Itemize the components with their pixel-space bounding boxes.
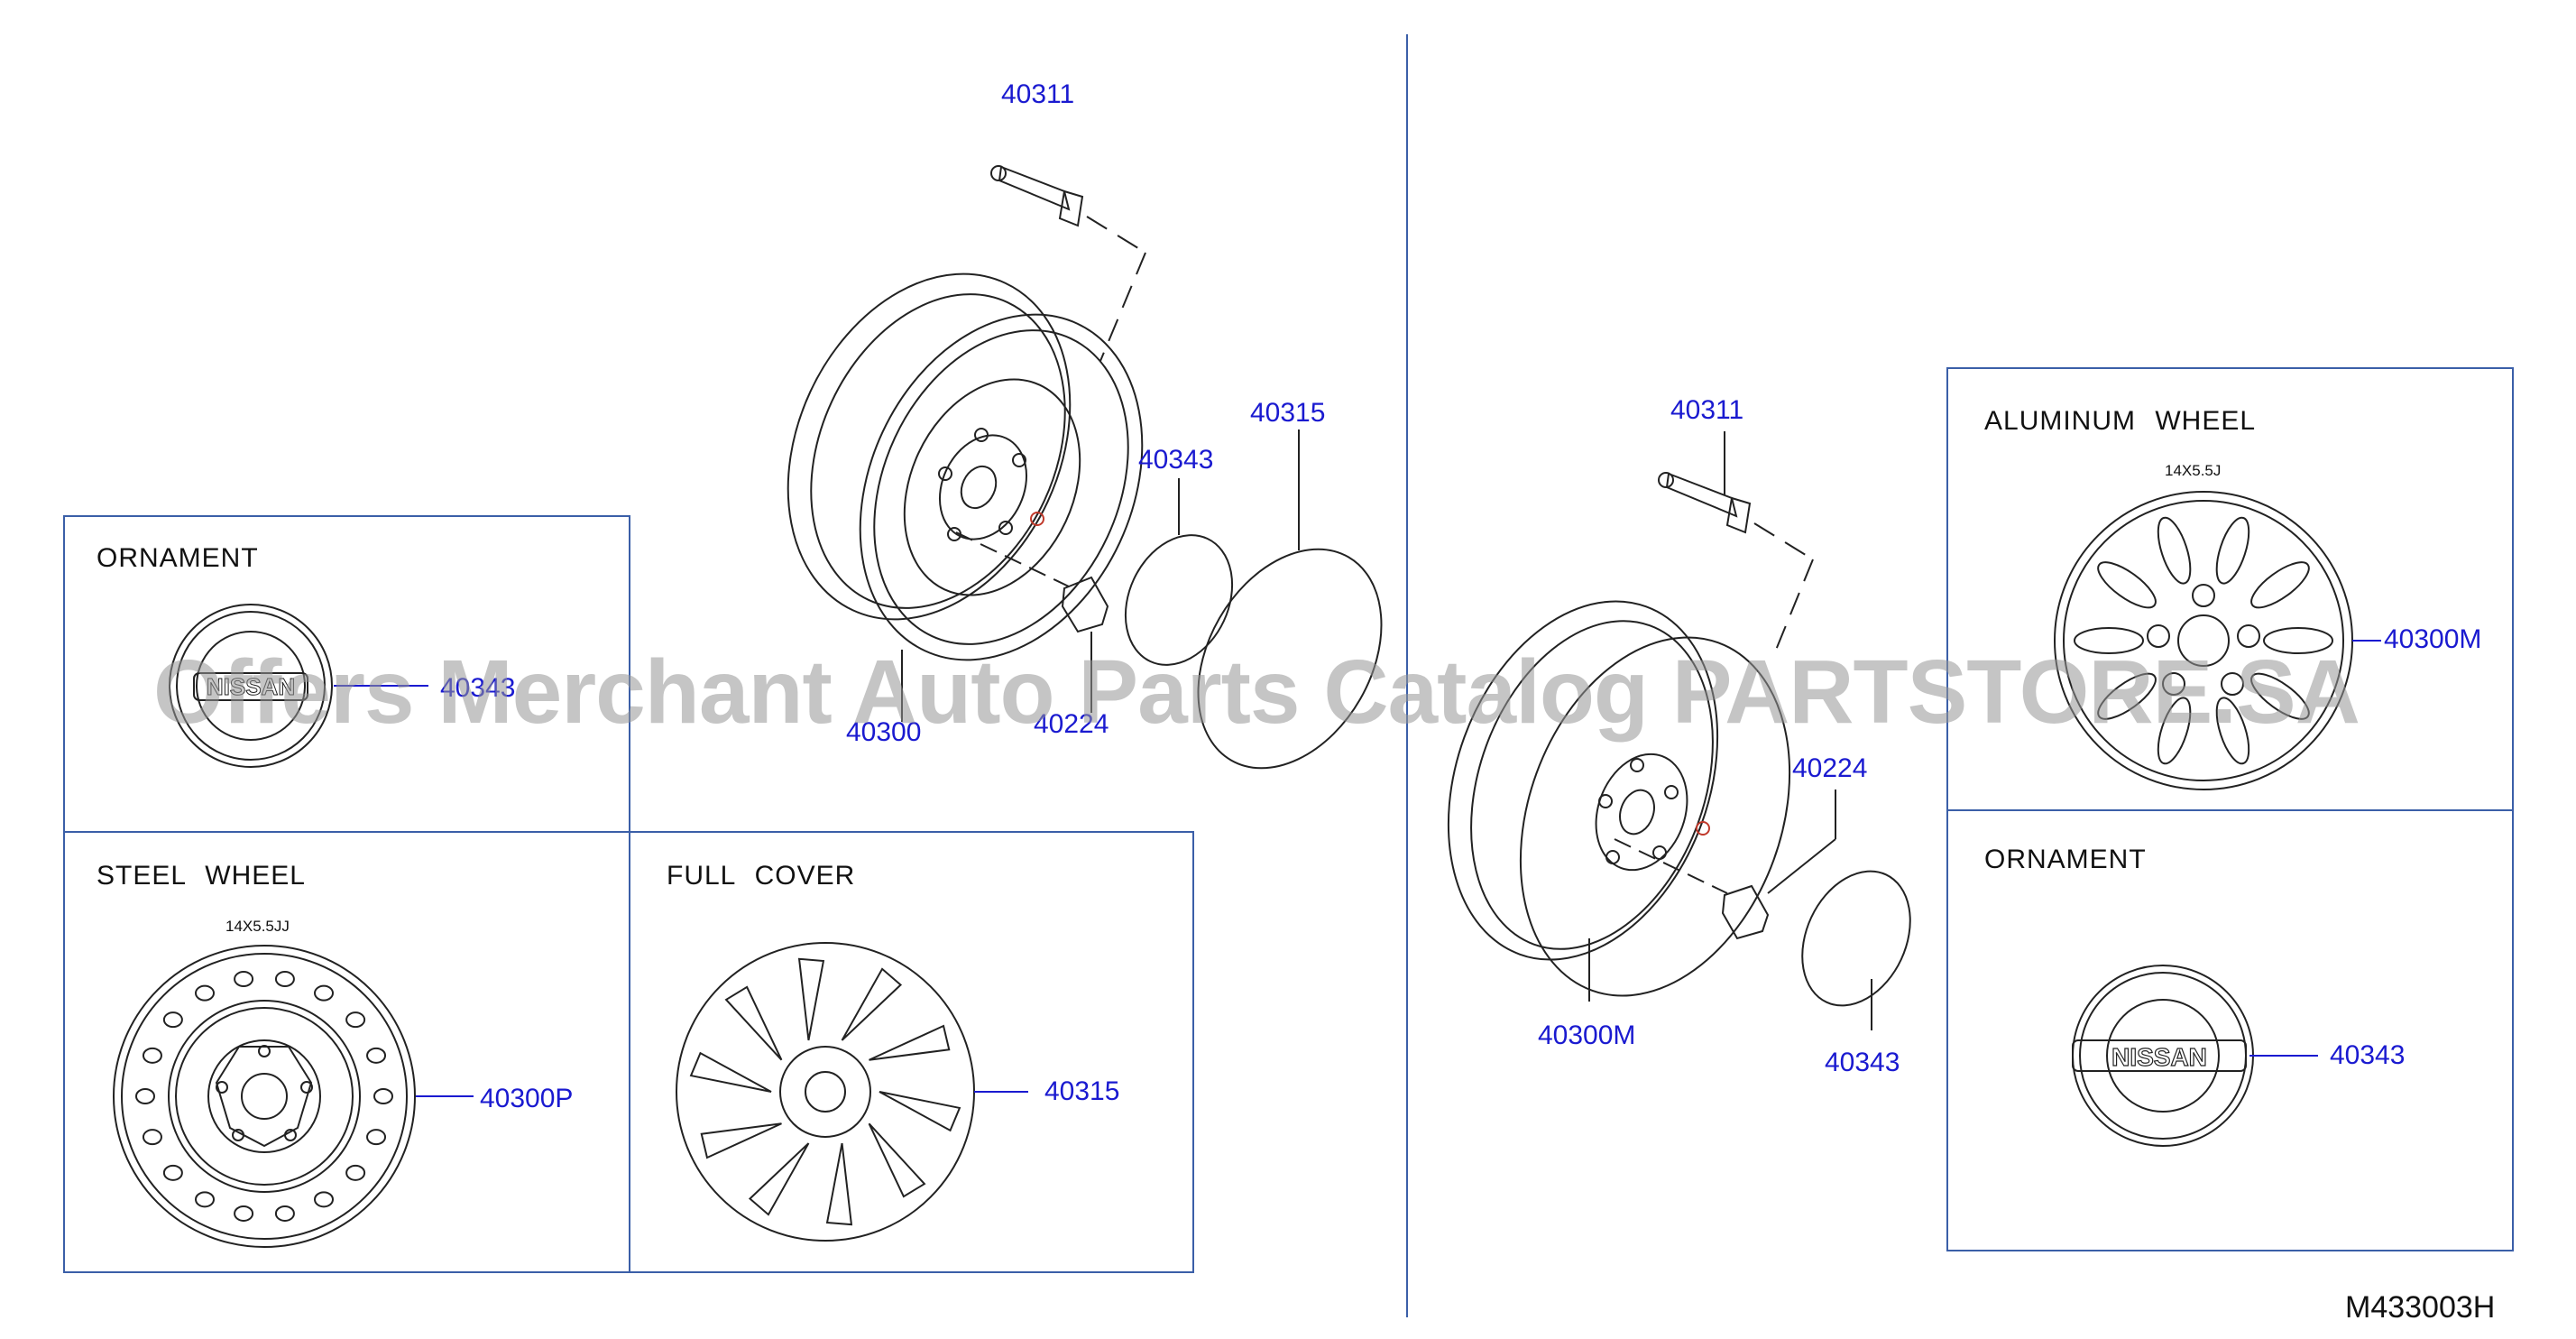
cover-spoke (797, 957, 825, 1041)
cover-spoke (724, 985, 783, 1061)
panel-full-cover (629, 831, 1194, 1273)
panel-title-ornament-right: ORNAMENT (1984, 845, 2147, 874)
ornament-cap-left[interactable] (169, 604, 428, 768)
panel-ornament-right (1946, 809, 2514, 1251)
cover-spoke (869, 1024, 951, 1061)
callout-40300M-right[interactable]: 40300M (1538, 1020, 1636, 1050)
alu-spoke-window (2097, 561, 2157, 609)
panel-title-steel-wheel: STEEL WHEEL (97, 861, 306, 891)
steel-wheel-size: 14X5.5JJ (225, 918, 290, 935)
alu-spoke-window (2097, 672, 2157, 720)
vent-hole (162, 1164, 183, 1181)
callout-40315-cover[interactable]: 40315 (1044, 1076, 1120, 1106)
ornament-cap-right[interactable] (2072, 965, 2318, 1147)
cover-spoke (841, 967, 903, 1041)
aluminum-wheel-panel-drawing[interactable] (2054, 491, 2381, 790)
callout-40343-ornament-right[interactable]: 40343 (2330, 1040, 2406, 1070)
diagram-code: M433003H (2345, 1290, 2496, 1325)
callout-40343-right[interactable]: 40343 (1825, 1048, 1900, 1077)
callout-40300M-alu[interactable]: 40300M (2384, 624, 2482, 654)
vent-hole (366, 1129, 387, 1146)
alu-spoke-window (2215, 516, 2250, 585)
alu-spoke-window (2157, 697, 2192, 765)
vent-hole (142, 1129, 162, 1146)
alu-spoke-window (2250, 672, 2310, 720)
vent-hole (366, 1047, 387, 1064)
callout-40300-left[interactable]: 40300 (846, 717, 922, 747)
callout-40311-right[interactable]: 40311 (1670, 395, 1744, 425)
callout-40224-right[interactable]: 40224 (1792, 753, 1868, 783)
aluminum-wheel-size: 14X5.5J (2165, 462, 2222, 479)
wheel-nut-left[interactable] (955, 531, 1109, 713)
vent-hole (274, 1205, 295, 1222)
vent-hole (234, 1205, 254, 1222)
alu-spoke-window (2250, 561, 2310, 609)
cover-spoke (868, 1122, 926, 1198)
vent-hole (234, 971, 254, 988)
full-cover-panel-drawing[interactable] (676, 942, 1028, 1242)
vent-hole (195, 1191, 215, 1208)
vent-hole (345, 1164, 366, 1181)
vent-hole (135, 1088, 155, 1104)
cover-spoke (825, 1142, 853, 1226)
callout-40311-left[interactable]: 40311 (1001, 79, 1075, 109)
vent-hole (345, 1011, 366, 1029)
alu-spoke-window (2157, 516, 2192, 585)
cover-spoke (748, 1142, 810, 1216)
vent-hole (195, 984, 215, 1002)
panel-steel-wheel (63, 831, 630, 1273)
vent-hole (373, 1088, 393, 1104)
ornament-disc-left[interactable] (1105, 478, 1252, 682)
emblem-text-right: NISSAN (2111, 1043, 2207, 1071)
vent-hole (314, 1191, 334, 1208)
panel-title-full-cover: FULL COVER (667, 861, 856, 891)
callout-40300P[interactable]: 40300P (480, 1084, 574, 1113)
cover-spoke (879, 1091, 961, 1132)
steel-wheel-panel-drawing[interactable] (113, 945, 474, 1248)
alu-spoke-window (2263, 627, 2333, 654)
vent-hole (274, 971, 295, 988)
callout-40343-left[interactable]: 40343 (1138, 445, 1214, 475)
cover-spoke (689, 1051, 772, 1093)
panel-title-aluminum-wheel: ALUMINUM WHEEL (1984, 406, 2257, 436)
callout-40224-left[interactable]: 40224 (1034, 709, 1109, 739)
valve-stem-right[interactable] (1658, 431, 1814, 660)
vent-hole (142, 1047, 162, 1064)
vent-hole (162, 1011, 183, 1029)
callout-40343-ornament-left[interactable]: 40343 (440, 673, 516, 703)
panel-title-ornament-left: ORNAMENT (97, 543, 259, 573)
alloy-wheel-right[interactable] (1401, 563, 1836, 1033)
ornament-disc-right[interactable] (1781, 854, 1931, 1030)
alu-spoke-window (2215, 697, 2250, 765)
steel-wheel-left[interactable] (734, 227, 1196, 722)
emblem-text-left: NISSAN (207, 673, 295, 700)
wheel-nut-right[interactable] (1614, 790, 1836, 940)
vent-hole (314, 984, 334, 1002)
valve-stem-left[interactable] (990, 165, 1146, 362)
cover-spoke (700, 1122, 782, 1159)
alu-spoke-window (2074, 627, 2144, 654)
wheel-cover-disc-left[interactable] (1161, 429, 1419, 801)
callout-40315-left[interactable]: 40315 (1250, 398, 1326, 428)
